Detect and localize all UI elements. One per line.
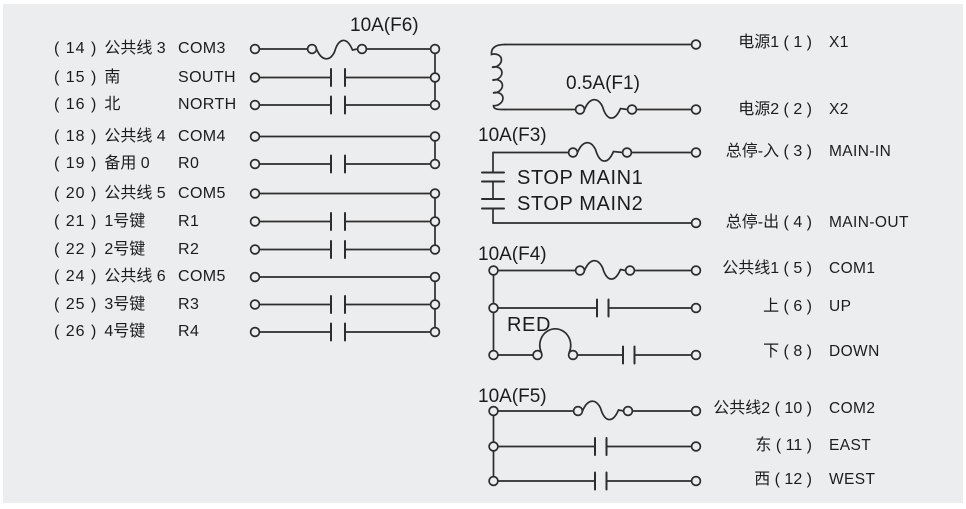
right-row-east-code: EAST xyxy=(829,437,872,454)
fuse-label-f4: 10A(F4) xyxy=(478,244,547,265)
stop-main2-label: STOP MAIN2 xyxy=(517,193,644,215)
left-row-14-code: COM3 xyxy=(178,40,226,57)
left-row-21-code: R1 xyxy=(178,213,200,230)
right-row-x1-label: 电源1 ( 1 ) xyxy=(738,34,812,51)
right-row-x2-code: X2 xyxy=(829,101,849,118)
right-row-com2-label: 公共线2 ( 10 ) xyxy=(713,400,812,417)
right-row-down-code: DOWN xyxy=(829,343,880,360)
red-lamp-symbol xyxy=(538,327,572,354)
right-row-east-label: 东 ( 11 ) xyxy=(755,437,812,454)
contact-symbol xyxy=(330,212,346,231)
right-row-main-in-label: 总停-入 ( 3 ) xyxy=(725,143,812,160)
left-row-15-label: ( 15 )南 xyxy=(54,69,121,86)
left-row-21-label: ( 21 )1号键 xyxy=(54,213,146,230)
right-row-west-label: 西 ( 12 ) xyxy=(754,471,812,488)
right-row-main-out-code: MAIN-OUT xyxy=(829,214,909,231)
contact-symbol xyxy=(330,295,346,314)
left-row-19-code: R0 xyxy=(178,155,200,172)
contact-symbol xyxy=(330,240,346,259)
left-row-26-label: ( 26 )4号键 xyxy=(54,323,146,340)
left-bank-wiring xyxy=(254,39,436,342)
left-row-16-code: NORTH xyxy=(178,96,237,113)
fuse-f5-symbol xyxy=(581,400,625,421)
group-com6-wiring xyxy=(254,276,436,342)
contact-symbol xyxy=(330,154,346,174)
left-row-19-label: ( 19 )备用 0 xyxy=(54,155,150,172)
left-row-16-label: ( 16 )北 xyxy=(54,96,121,113)
left-row-18-code: COM4 xyxy=(178,128,226,145)
right-row-up-label: 上 ( 6 ) xyxy=(763,298,812,315)
right-row-com1-label: 公共线1 ( 5 ) xyxy=(722,260,812,277)
right-row-x2-label: 电源2 ( 2 ) xyxy=(738,101,812,118)
contact-symbol xyxy=(330,322,346,342)
left-row-22-code: R2 xyxy=(178,241,200,258)
fuse-label-f1: 0.5A(F1) xyxy=(566,73,640,94)
left-row-20-label: ( 20 )公共线 5 xyxy=(54,185,166,202)
right-row-main-in-code: MAIN-IN xyxy=(829,143,892,160)
group-com3-wiring xyxy=(254,39,436,115)
fuse-f6-symbol xyxy=(315,39,359,60)
left-row-24-code: COM5 xyxy=(178,268,226,285)
power-section-wiring xyxy=(490,43,697,119)
right-row-west-code: WEST xyxy=(829,471,876,488)
contact-symbol xyxy=(330,68,346,87)
left-row-25-code: R3 xyxy=(178,296,200,313)
right-row-main-out-label: 总停-出 ( 4 ) xyxy=(725,214,812,231)
right-row-up-code: UP xyxy=(829,298,852,315)
right-row-com2-code: COM2 xyxy=(829,400,876,417)
left-row-26-code: R4 xyxy=(178,323,200,340)
fuse-f4-symbol xyxy=(583,259,627,280)
left-row-15-code: SOUTH xyxy=(178,69,236,86)
diagram-background xyxy=(3,4,963,503)
red-label: RED xyxy=(507,314,552,336)
right-row-com1-code: COM1 xyxy=(829,260,876,277)
contact-symbol xyxy=(330,95,346,115)
left-row-14-label: ( 14 )公共线 3 xyxy=(54,40,166,57)
fuse-label-f5: 10A(F5) xyxy=(478,386,547,407)
left-row-25-label: ( 25 )3号键 xyxy=(54,296,146,313)
right-row-down-label: 下 ( 8 ) xyxy=(763,343,812,360)
main-stop-section-wiring xyxy=(481,141,697,224)
left-row-20-code: COM5 xyxy=(178,185,226,202)
fuse-label-f6: 10A(F6) xyxy=(350,15,419,36)
left-row-22-label: ( 22 )2号键 xyxy=(54,241,146,258)
fuse-label-f3: 10A(F3) xyxy=(478,125,547,146)
fuse-f1-symbol xyxy=(583,98,629,119)
fuse-f3-symbol xyxy=(576,141,624,162)
stop-main1-label: STOP MAIN1 xyxy=(517,167,644,189)
terminal-circles xyxy=(249,39,702,487)
left-row-18-label: ( 18 )公共线 4 xyxy=(54,128,166,145)
left-row-24-label: ( 24 )公共线 6 xyxy=(54,268,166,285)
coil-symbol xyxy=(490,43,506,111)
right-row-x1-code: X1 xyxy=(829,34,849,51)
